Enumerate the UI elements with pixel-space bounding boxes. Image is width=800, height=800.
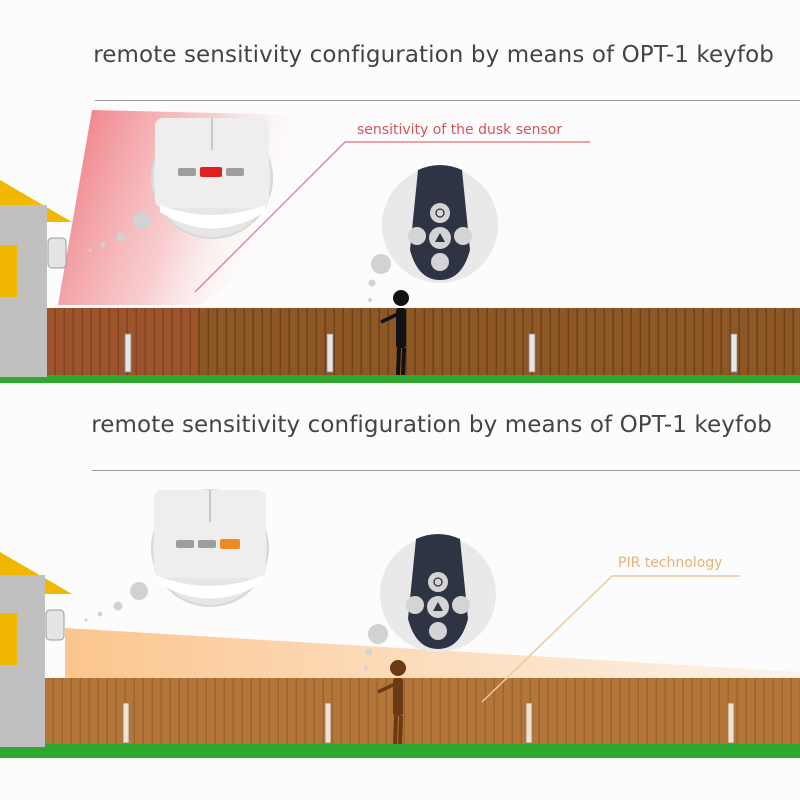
panel-heading: remote sensitivity configuration by mean… <box>93 42 774 68</box>
grass <box>0 744 800 758</box>
motion-sensor-device <box>45 609 65 641</box>
fence <box>47 308 800 376</box>
keyfob-button <box>452 596 470 614</box>
keyfob-thought-bubbles <box>368 254 391 302</box>
keyfob-button <box>431 253 449 271</box>
dusk-callout-line <box>194 141 590 293</box>
fence <box>45 678 800 746</box>
bollard-light <box>528 333 536 373</box>
pir-callout-line <box>481 575 740 703</box>
house <box>0 180 72 377</box>
house <box>0 552 72 747</box>
sensitivity-indicator <box>220 539 240 549</box>
thought-bubbles <box>84 582 148 622</box>
panel-heading: remote sensitivity configuration by mean… <box>91 412 772 438</box>
dusk-sensor-panel: remote sensitivity configuration by mean… <box>0 42 800 383</box>
grass <box>0 375 800 383</box>
pir-scene <box>0 489 800 758</box>
pir-panel: remote sensitivity configuration by mean… <box>0 400 800 800</box>
heading-divider <box>92 470 800 471</box>
bollard-light <box>326 333 334 373</box>
sensitivity-indicator <box>200 167 222 177</box>
bollard-light <box>525 702 533 744</box>
bollard-light <box>727 702 735 744</box>
person-figure <box>380 290 409 376</box>
thought-bubbles <box>88 212 151 252</box>
keyfob-thought-bubbles <box>364 624 388 670</box>
keyfob-button <box>430 203 450 223</box>
sensor-closeup <box>151 117 273 239</box>
dusk-sensor-callout: sensitivity of the dusk sensor <box>357 122 563 138</box>
keyfob-button <box>406 596 424 614</box>
person-figure <box>377 660 406 745</box>
keyfob-button <box>408 227 426 245</box>
pir-detection-beam <box>65 628 800 685</box>
garden-lights <box>124 333 738 373</box>
bollard-light <box>124 333 132 373</box>
keyfob-button <box>429 622 447 640</box>
bollard-light <box>324 702 332 744</box>
keyfob-button <box>428 572 448 592</box>
motion-sensor-device <box>47 237 67 269</box>
garden-lights <box>122 702 735 744</box>
keyfob-button <box>454 227 472 245</box>
dusk-sensor-scene <box>0 110 800 383</box>
heading-divider <box>95 100 800 101</box>
keyfob-closeup <box>382 165 498 283</box>
bollard-light <box>122 702 130 744</box>
keyfob-closeup <box>380 534 496 652</box>
pir-callout: PIR technology <box>618 555 723 571</box>
sensor-closeup <box>151 489 269 607</box>
bollard-light <box>730 333 738 373</box>
